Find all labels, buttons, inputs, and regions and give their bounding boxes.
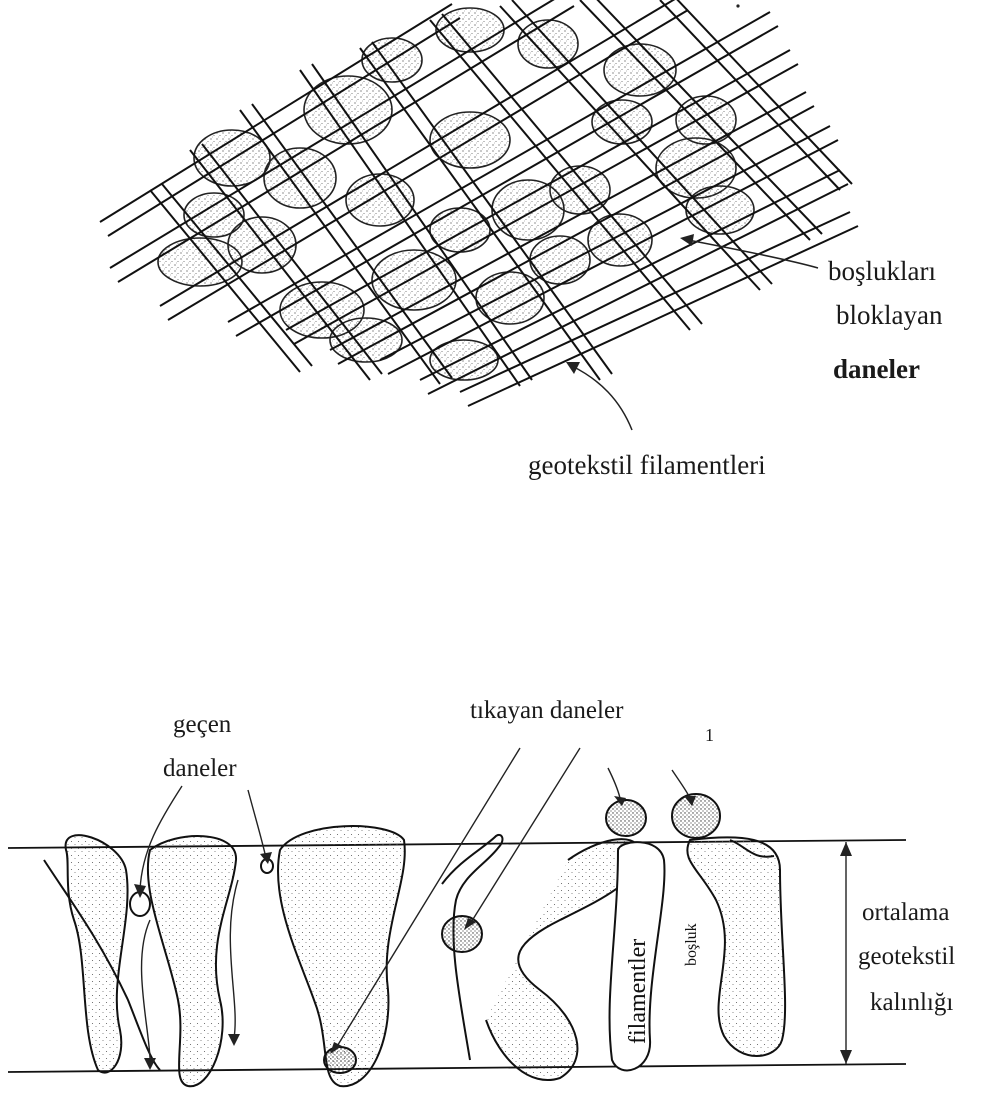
label-thickness-line3: kalınlığı xyxy=(870,990,953,1015)
label-thickness-line1: ortalama xyxy=(862,900,949,925)
label-passing-line2: daneler xyxy=(163,756,237,781)
filament-1 xyxy=(66,835,128,1072)
label-note-mark: 1 xyxy=(705,726,714,744)
grain-top-1 xyxy=(606,800,646,836)
filament-3 xyxy=(148,836,236,1086)
label-clogging: tıkayan daneler xyxy=(470,698,623,723)
arrowhead-icon xyxy=(228,1034,240,1046)
thickness-arrow-bottom-icon xyxy=(840,1050,852,1064)
grain-clog-2 xyxy=(324,1047,356,1073)
filament-shapes xyxy=(44,826,785,1086)
label-void-vertical: boşluk xyxy=(684,923,700,966)
grain-clog-1 xyxy=(442,916,482,952)
thickness-arrow-top-icon xyxy=(840,842,852,856)
label-thickness-line2: geotekstil xyxy=(858,944,955,969)
label-filaments-vertical: filamentler xyxy=(626,939,650,1044)
label-passing-line1: geçen xyxy=(173,712,231,737)
filament-8 xyxy=(687,837,785,1056)
grain-top-2 xyxy=(672,794,720,838)
